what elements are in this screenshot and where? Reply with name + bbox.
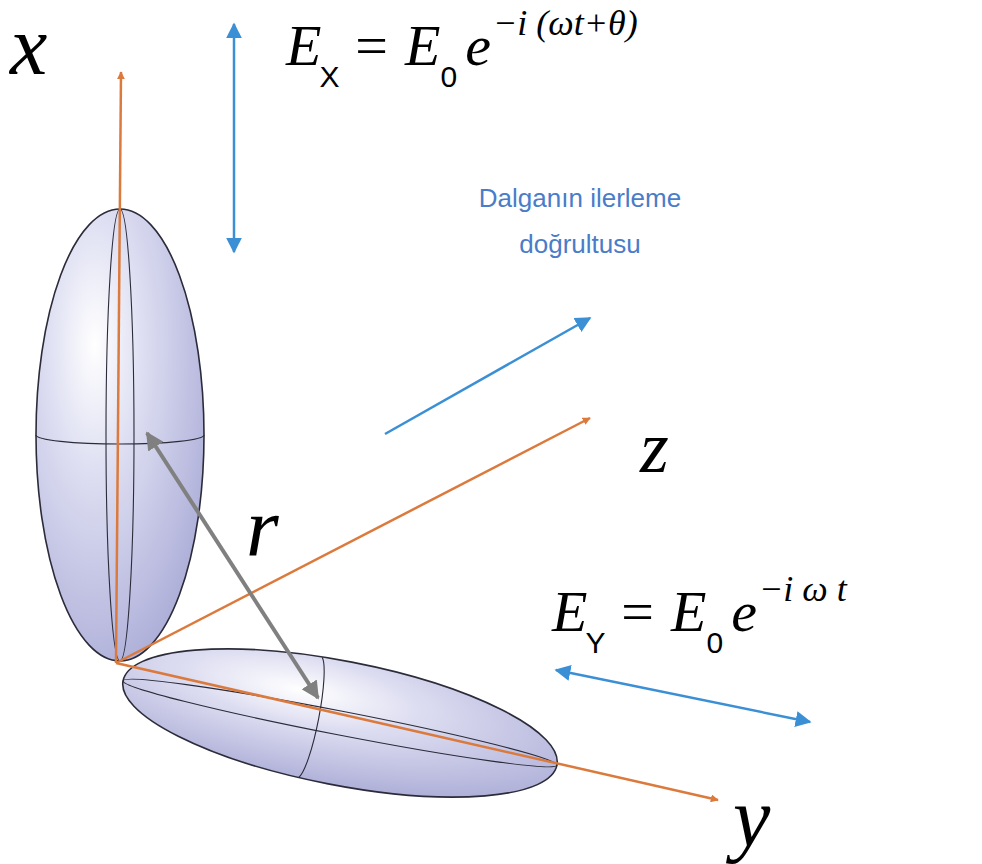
direction-text: Dalganın ilerleme doğrultusu xyxy=(425,175,735,267)
direction-note: Dalganın ilerleme doğrultusu xyxy=(425,175,735,267)
distance-letter: r xyxy=(246,486,279,570)
distance-label: r xyxy=(246,486,279,570)
axis-letter: y xyxy=(733,776,770,860)
field-formula: EY = E0e−i ω t xyxy=(552,568,847,660)
formula-subscript: X xyxy=(319,60,339,94)
formula-subscript: 0 xyxy=(707,626,724,660)
spheroid-body xyxy=(111,620,569,826)
propagation-arrow xyxy=(385,318,590,434)
formula-exponent: −i ω t xyxy=(759,568,847,610)
axis-letter: x xyxy=(10,4,47,88)
axis-letter: z xyxy=(640,410,669,484)
formula-subscript: 0 xyxy=(441,60,458,94)
formula-symbol: E xyxy=(286,12,321,79)
z-axis xyxy=(116,418,590,663)
x-axis xyxy=(116,72,121,663)
formula-symbol: = E xyxy=(617,578,706,645)
formula-symbol: e xyxy=(731,578,757,645)
axis-label: x xyxy=(10,4,47,88)
field-formula: EX = E0e−i (ωt+θ) xyxy=(286,2,638,94)
polarization-arrow xyxy=(556,670,810,722)
formula-symbol: = E xyxy=(351,12,440,79)
axis-label: z xyxy=(640,410,669,484)
formula-symbol: E xyxy=(552,578,587,645)
distance-arrow xyxy=(147,433,318,698)
spheroid-meridian xyxy=(121,669,559,777)
formula-symbol: e xyxy=(465,12,491,79)
polarization-arrow xyxy=(233,24,236,252)
formula-exponent: −i (ωt+θ) xyxy=(493,2,638,44)
axis-label: y xyxy=(733,776,770,860)
spheroid-equator xyxy=(36,435,204,444)
formula-subscript: Y xyxy=(585,626,605,660)
spheroid-horizontal xyxy=(111,620,569,826)
